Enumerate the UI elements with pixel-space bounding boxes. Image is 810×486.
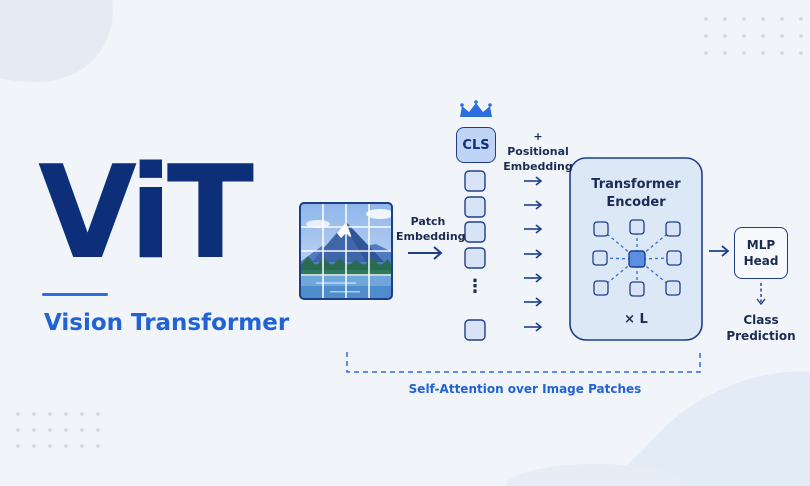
dot-grid-bottom-left — [16, 412, 100, 448]
arrow-right-icon — [524, 249, 543, 259]
center-attention-node — [628, 250, 646, 268]
mlp-head-box: MLP Head — [734, 227, 788, 279]
patch-token — [464, 196, 486, 218]
vertical-ellipsis: ⋮ — [466, 276, 484, 297]
cls-token: CLS — [456, 127, 496, 163]
floor-blob — [506, 464, 686, 486]
self-attention-caption: Self-Attention over Image Patches — [408, 382, 642, 396]
attention-network — [592, 219, 682, 297]
class-prediction-label: Class Prediction — [726, 313, 796, 344]
arrow-right-icon — [524, 322, 543, 332]
dot-grid-top-right — [704, 17, 803, 55]
patch-embedding-arrow — [408, 246, 443, 260]
positional-embedding-label: + Positional Embedding — [503, 130, 573, 173]
encoder-title: Transformer Encoder — [591, 177, 681, 211]
layer-count-label: × L — [624, 312, 648, 327]
arrow-right-icon — [524, 176, 543, 186]
corner-blob-top-left — [0, 0, 113, 82]
arrow-right-icon — [524, 297, 543, 307]
landscape-image-icon — [299, 202, 393, 300]
mlp-head-label: MLP Head — [743, 237, 779, 268]
logo-underline — [42, 293, 108, 296]
crown-icon — [460, 100, 492, 117]
patch-token — [464, 170, 486, 192]
patch-token-column — [464, 170, 486, 341]
arrow-right-icon — [524, 273, 543, 283]
corner-blob-bottom-right — [605, 371, 810, 486]
patch-embedding-label: Patch Embedding — [396, 215, 466, 243]
vit-logo: ViT — [38, 139, 254, 288]
self-attention-bracket — [346, 352, 701, 373]
patch-token — [464, 221, 486, 243]
encoder-to-mlp-arrow — [709, 245, 730, 257]
subtitle: Vision Transformer — [44, 310, 290, 336]
arrow-down-icon — [756, 283, 766, 306]
patch-token — [464, 247, 486, 269]
patch-token — [464, 319, 486, 341]
arrow-right-icon — [524, 200, 543, 210]
arrow-right-icon — [524, 224, 543, 234]
positional-embedding-arrows — [524, 176, 543, 332]
